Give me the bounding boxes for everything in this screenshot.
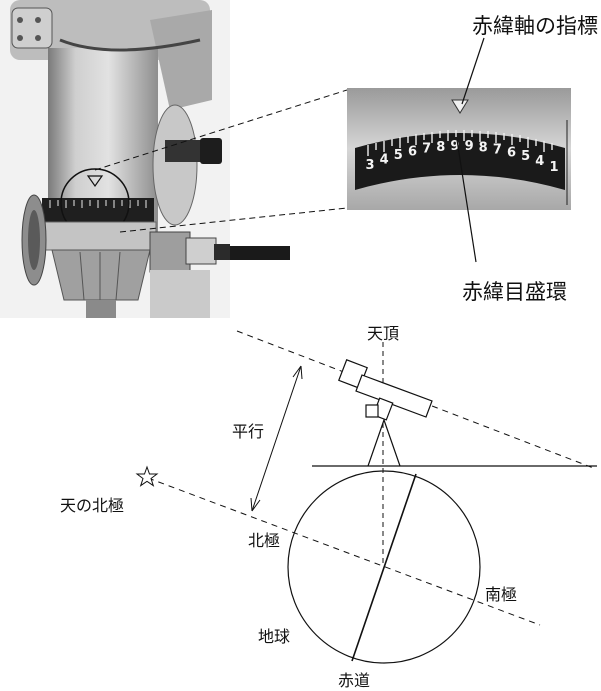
scale-digit: 9 [450, 139, 459, 154]
scale-digit: 1 [549, 160, 558, 175]
label-earth: 地球 [258, 627, 291, 646]
tripod [367, 418, 401, 467]
scale-digit: 8 [436, 140, 445, 155]
telescope-mount-photo [0, 0, 290, 318]
label-parallel: 平行 [232, 422, 265, 441]
scale-digit: 8 [479, 140, 488, 155]
scale-ticks [367, 130, 553, 156]
label-zenith: 天頂 [367, 324, 400, 343]
scale-digit: 4 [535, 154, 544, 169]
telescope-icon [338, 359, 433, 421]
scale-digit: 6 [507, 145, 516, 160]
label-dec-setting-circle: 赤緯目盛環 [462, 280, 567, 304]
leader-dec-axis [461, 37, 485, 105]
scale-digit: 7 [493, 142, 502, 157]
earth-axis [351, 473, 417, 662]
scale-digit: 9 [465, 139, 474, 154]
star-icon [135, 465, 159, 487]
label-equator: 赤道 [338, 671, 371, 690]
scale-digit: 3 [365, 158, 374, 173]
scale-digit: 7 [422, 142, 431, 157]
leader-dec-circle [456, 139, 477, 263]
scale-digit: 5 [394, 148, 403, 163]
scale-digit: 4 [380, 153, 389, 168]
scale-digit: 5 [521, 149, 530, 164]
earth-circle [287, 470, 481, 664]
pointer-triangle [451, 99, 469, 114]
lower-dashed-line [147, 477, 541, 626]
zoom-connector-lines [94, 89, 348, 233]
celestial-diagram [135, 330, 597, 664]
label-north-pole: 北極 [248, 531, 281, 550]
label-celestial-north-pole: 天の北極 [60, 496, 125, 515]
label-south-pole: 南極 [485, 585, 518, 604]
label-dec-axis-pointer: 赤緯軸の指標 [472, 14, 598, 38]
parallel-arrow [251, 365, 302, 512]
scale-digit: 6 [408, 144, 417, 159]
